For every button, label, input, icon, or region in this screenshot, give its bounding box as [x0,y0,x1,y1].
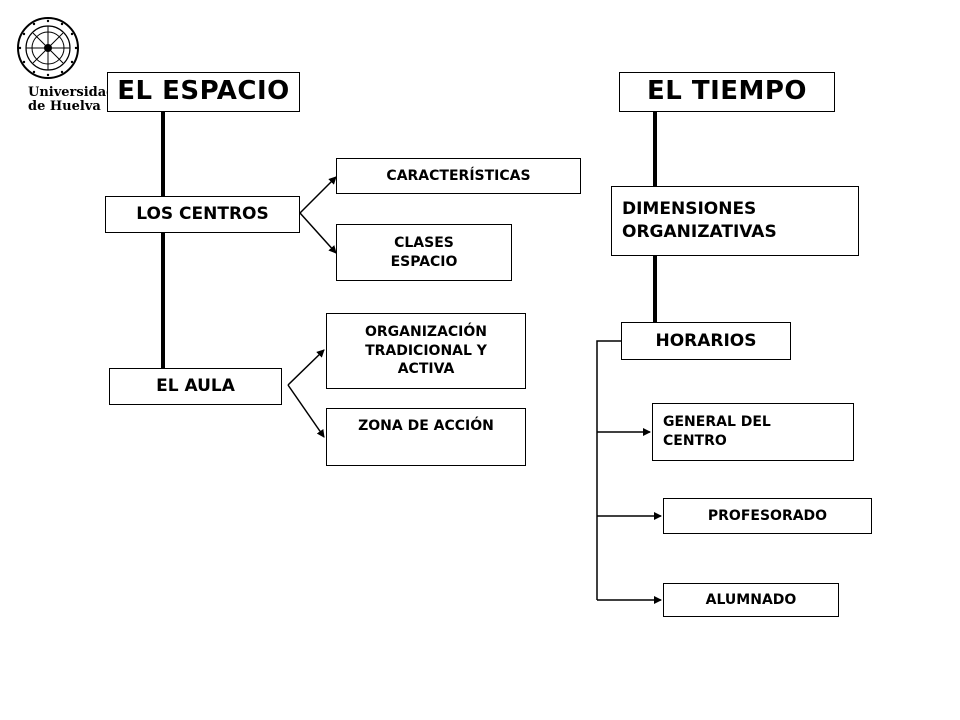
university-name-line1: Universidad [28,85,116,100]
dimensiones-line1: DIMENSIONES [622,199,757,220]
dimensiones-node: DIMENSIONES ORGANIZATIVAS [611,186,859,256]
organizacion-line3: ACTIVA [397,361,455,378]
general-centro-node: GENERAL DEL CENTRO [652,403,854,461]
alumnado-node: ALUMNADO [663,583,839,617]
tiempo-title: EL TIEMPO [619,72,835,112]
profesorado-node: PROFESORADO [663,498,872,534]
university-name-line2: de Huelva [28,99,101,114]
university-seal-icon [17,17,79,79]
dimensiones-line2: ORGANIZATIVAS [622,222,777,242]
aula-node: EL AULA [109,368,282,405]
zona-accion-node: ZONA DE ACCIÓN [326,408,526,466]
arrow-to-clases [299,212,337,254]
clases-espacio-line1: CLASES [394,234,454,251]
caracteristicas-node: CARACTERÍSTICAS [336,158,581,194]
organizacion-line1: ORGANIZACIÓN [364,323,488,340]
centros-node: LOS CENTROS [105,196,300,233]
clases-espacio-node: CLASES ESPACIO [336,224,512,281]
university-name: Universidad de Huelva [28,86,115,114]
university-logo: Universidad de Huelva [10,14,115,124]
organizacion-line2: TRADICIONAL Y [365,342,487,359]
arrow-to-zona [287,384,325,438]
horarios-bracket [596,340,621,600]
general-centro-line2: CENTRO [663,433,727,449]
arrow-to-organizacion [287,349,325,386]
general-centro-line1: GENERAL DEL [663,414,771,431]
organizacion-node: ORGANIZACIÓN TRADICIONAL Y ACTIVA [326,313,526,389]
horarios-node: HORARIOS [621,322,791,360]
clases-espacio-line2: ESPACIO [390,253,458,270]
arrow-to-caracteristicas [299,176,337,214]
espacio-title: EL ESPACIO [107,72,300,112]
